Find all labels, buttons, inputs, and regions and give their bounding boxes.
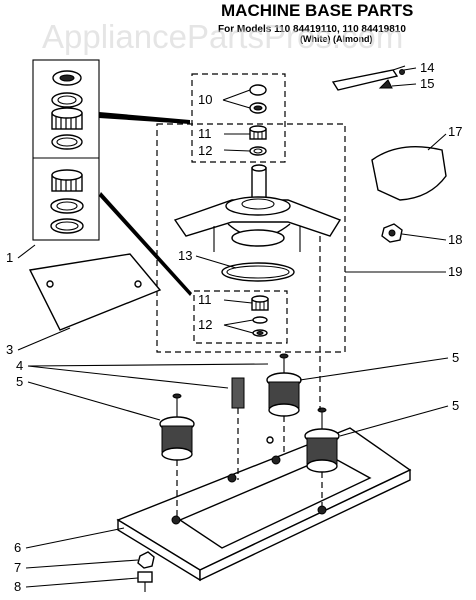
callout-14: 14 (420, 60, 434, 75)
callout-5-center: 5 (452, 350, 459, 365)
callout-1: 1 (6, 250, 13, 265)
diagram-title: MACHINE BASE PARTS (221, 1, 413, 20)
connector-wedge-lower (99, 192, 192, 296)
bearing-kit-box (32, 59, 100, 241)
lower-bearing-box (193, 290, 288, 344)
callout-13: 13 (178, 248, 192, 263)
callout-8: 8 (14, 579, 21, 594)
spring-center (266, 353, 302, 456)
callout-7: 7 (14, 560, 21, 575)
callout-15: 15 (420, 76, 434, 91)
callout-10: 10 (198, 92, 212, 107)
callout-18: 18 (448, 232, 462, 247)
connector-wedge-upper (99, 112, 190, 124)
callout-12-lower: 12 (198, 317, 212, 332)
watermark: AppliancePartsPros.com (42, 18, 403, 55)
small-spring-4 (231, 377, 245, 480)
shield-17 (371, 145, 447, 201)
spring-left (159, 393, 195, 520)
bolt-8-head (137, 571, 153, 583)
callout-5-right: 5 (452, 398, 459, 413)
callout-4: 4 (16, 358, 23, 373)
models-line-2: (White) (Almond) (300, 34, 372, 44)
leader-lines (17, 67, 449, 588)
base-spider (173, 196, 342, 252)
callout-3: 3 (6, 342, 13, 357)
nut-7 (137, 551, 155, 569)
spring-right (304, 407, 340, 506)
models-line-1: For Models 110 84419110, 110 84419810 (218, 24, 406, 35)
callout-11-upper: 11 (198, 126, 212, 141)
callout-19: 19 (448, 264, 462, 279)
clip-14-15 (331, 65, 406, 91)
callout-5-left: 5 (16, 374, 23, 389)
shield-plate (28, 253, 162, 331)
callout-17: 17 (448, 124, 462, 139)
callout-11-lower: 11 (198, 292, 212, 307)
bearing-kit-outline (32, 59, 100, 241)
callout-numbers: 1 3 4 5 5 5 6 7 8 10 11 11 12 12 13 14 1… (6, 60, 462, 594)
assembly-box-19 (156, 123, 346, 353)
callout-12-upper: 12 (198, 143, 212, 158)
callout-6: 6 (14, 540, 21, 555)
